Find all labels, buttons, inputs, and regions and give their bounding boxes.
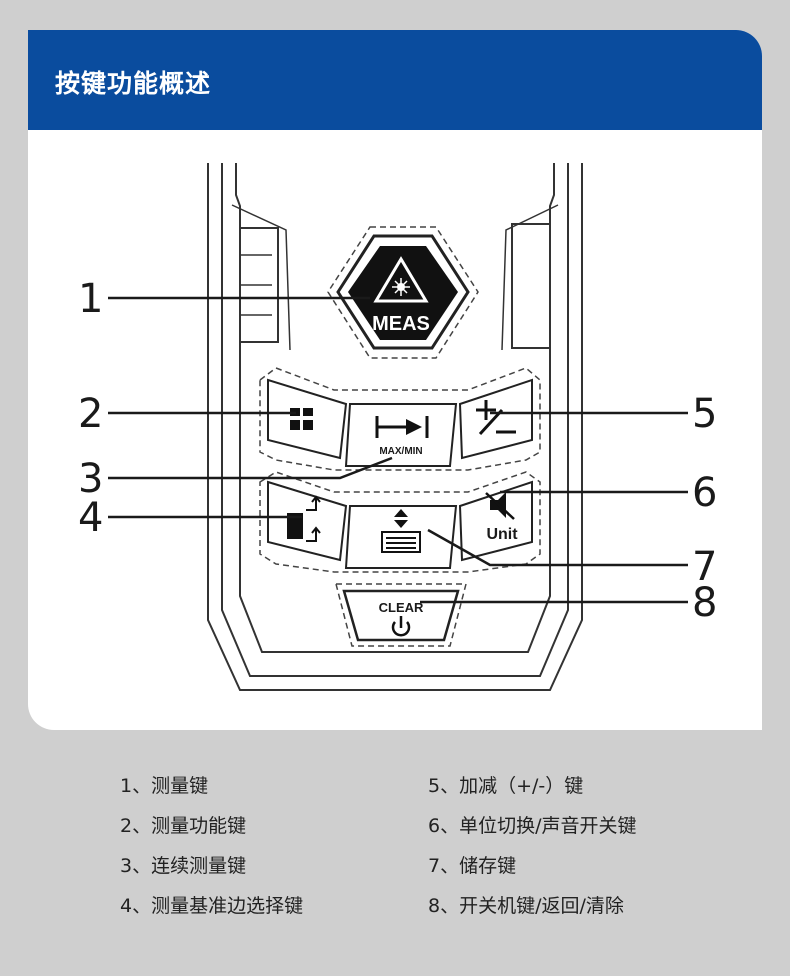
laser-warning-icon [373,256,429,303]
reference-key[interactable] [267,480,348,562]
page-title: 按键功能概述 [55,69,212,98]
legend-item-6: 6、单位切换/声音开关键 [428,815,637,837]
legend-item-5: 5、加减（+/-）键 [428,775,584,797]
legend-item-4: 4、测量基准边选择键 [120,895,304,917]
clear-label: CLEAR [379,600,424,615]
memory-stack-icon [381,509,421,553]
legend-item-7: 7、储存键 [428,855,517,877]
clear-key[interactable]: CLEAR [335,583,467,647]
card-header: 按键功能概述 [28,30,762,130]
range-arrow-icon [375,416,429,438]
callout-lines [108,296,688,604]
unit-label: Unit [486,526,518,543]
meas-key[interactable]: MEAS [327,226,479,359]
callout-4: 4 [78,495,103,541]
plus-minus-key[interactable] [458,378,533,460]
legend-item-1: 1、测量键 [120,775,209,797]
legend-item-3: 3、连续测量键 [120,855,247,877]
callout-7: 7 [692,544,717,590]
callout-1: 1 [78,276,103,322]
legend-item-2: 2、测量功能键 [120,815,247,837]
continuous-key[interactable]: MAX/MIN [344,403,458,467]
callout-5: 5 [692,391,717,437]
callout-3: 3 [78,456,103,502]
meas-key-label: MEAS [372,313,430,335]
maxmin-label: MAX/MIN [379,446,422,457]
memory-key[interactable] [344,505,458,569]
callout-2: 2 [78,391,103,437]
key-legend: 1、测量键 2、测量功能键 3、连续测量键 4、测量基准边选择键 5、加减（+/… [0,765,790,945]
callout-6: 6 [692,470,717,516]
unit-key[interactable]: Unit [458,480,533,562]
device-body [207,163,583,691]
mute-speaker-icon [485,492,515,520]
callout-8: 8 [692,580,717,626]
reference-edge-icon [287,495,321,542]
function-key[interactable] [267,378,348,460]
power-icon [391,616,411,637]
legend-item-8: 8、开关机键/返回/清除 [428,895,624,917]
